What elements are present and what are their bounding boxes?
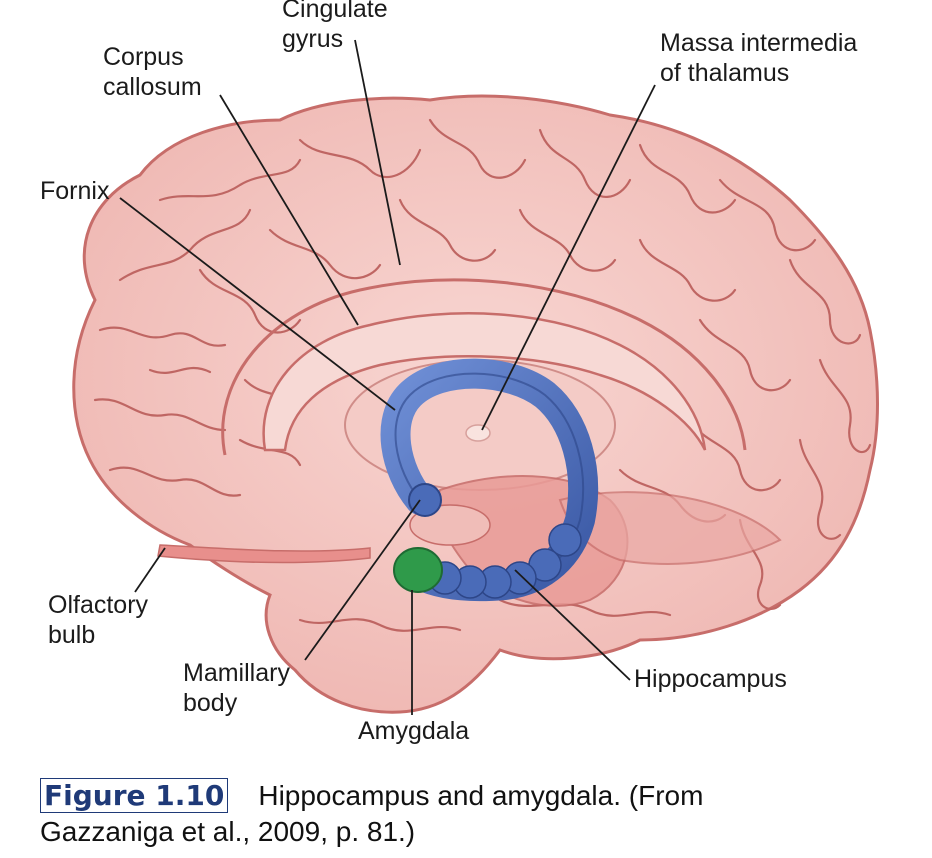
corpus-callosum (262, 312, 707, 452)
label-mamillary-body: Mamillary body (183, 658, 290, 718)
label-mamillary-line1: Mamillary (183, 659, 290, 687)
label-olfactory-line2: bulb (48, 621, 96, 649)
label-corpus-callosum: Corpus callosum (103, 42, 202, 102)
label-hippocampus: Hippocampus (634, 665, 787, 693)
brain-illustration (72, 39, 879, 715)
caption-line1: Figure 1.10 Hippocampus and amygdala. (Fr… (40, 778, 900, 814)
hippocampus-segments (428, 523, 582, 599)
label-corpus-line1: Corpus (103, 43, 184, 71)
label-massa-intermedia: Massa intermedia of thalamus (660, 28, 857, 88)
label-cingulate-line1: Cingulate (282, 0, 388, 23)
cingulate-gyrus-outline (221, 278, 747, 456)
label-cingulate-line2: gyrus (282, 25, 344, 53)
label-olfactory-line1: Olfactory (48, 591, 149, 619)
label-olfactory-bulb: Olfactory bulb (48, 590, 148, 650)
label-amygdala: Amygdala (358, 717, 470, 745)
caption-text-line1: Hippocampus and amygdala. (From (258, 780, 704, 811)
label-massa-line1: Massa intermedia (660, 29, 858, 57)
label-mamillary-line2: body (183, 689, 238, 717)
label-massa-line2: of thalamus (660, 59, 790, 87)
olfactory-tract (157, 544, 371, 564)
label-corpus-line2: callosum (103, 73, 202, 101)
label-cingulate-gyrus: Cingulate gyrus (282, 0, 388, 54)
caption-text-line2: Gazzaniga et al., 2009, p. 81.) (40, 816, 416, 847)
amygdala-shape (393, 547, 443, 593)
figure-caption: Figure 1.10 Hippocampus and amygdala. (Fr… (40, 778, 900, 850)
leader-lines (119, 39, 656, 715)
mamillary-body (408, 483, 442, 517)
figure-number: Figure 1.10 (40, 778, 229, 813)
massa-intermedia (465, 424, 491, 442)
label-fornix: Fornix (40, 177, 110, 205)
